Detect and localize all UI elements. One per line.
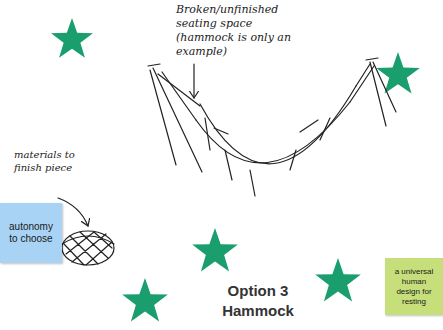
handwritten-note: materials to finish piece	[14, 148, 86, 174]
handwritten-note: Broken/unfinished seating space (hammock…	[176, 3, 308, 59]
sticky-note: autonomy to choose	[0, 203, 62, 263]
note-text: a universal human design for resting	[389, 267, 439, 307]
diagram-title: Option 3 Hammock	[212, 281, 304, 321]
note-text: autonomy to choose	[4, 221, 58, 245]
sticky-note: a universal human design for resting	[385, 258, 443, 315]
